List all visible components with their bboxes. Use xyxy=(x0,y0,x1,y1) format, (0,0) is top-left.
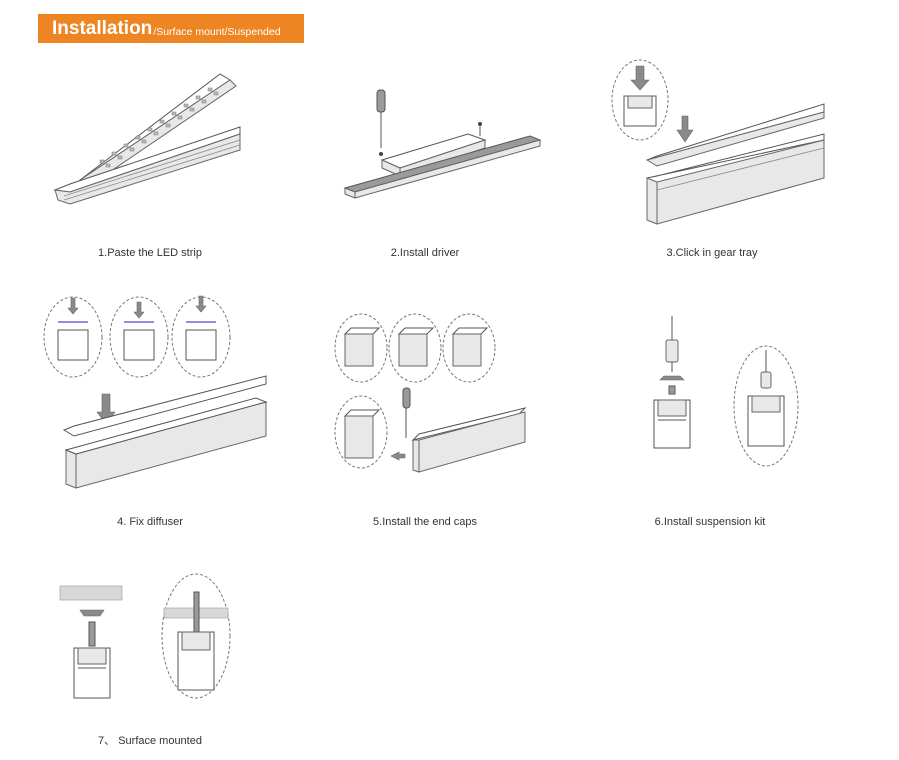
section-subtitle: /Surface mount/Suspended xyxy=(153,26,281,38)
surface-mount-illustration xyxy=(59,573,231,699)
driver-install-illustration xyxy=(343,89,542,199)
section-title: Installation xyxy=(52,18,153,39)
suspension-kit-illustration xyxy=(653,316,799,467)
section-header-banner: Installation /Surface mount/Suspended xyxy=(38,14,304,43)
gear-tray-illustration xyxy=(611,59,825,225)
step-2-caption: 2.Install driver xyxy=(390,247,460,259)
end-caps-illustration xyxy=(334,313,527,473)
step-5-caption: 5.Install the end caps xyxy=(373,516,477,528)
step-4-caption: 4. Fix diffuser xyxy=(117,516,183,528)
diffuser-fix-illustration xyxy=(43,295,268,489)
step-1-caption: 1.Paste the LED strip xyxy=(98,247,202,259)
step-7-caption: 7、 Surface mounted xyxy=(98,735,202,747)
step-6-caption: 6.Install suspension kit xyxy=(654,516,766,528)
step-3-caption: 3.Click in gear tray xyxy=(666,247,758,259)
led-strip-paste-illustration xyxy=(53,73,241,205)
